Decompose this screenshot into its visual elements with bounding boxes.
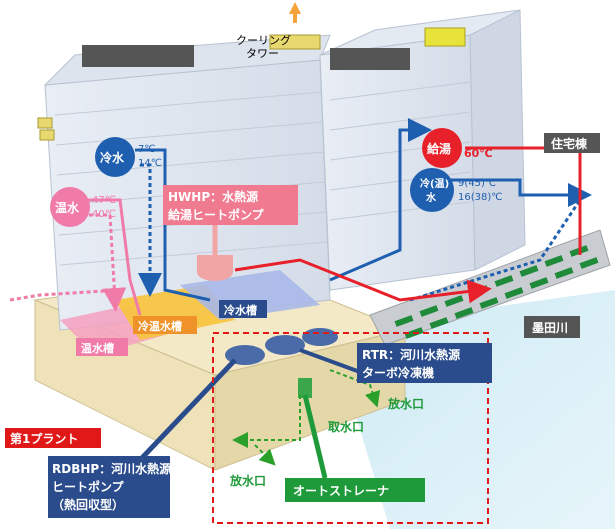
right-building-roof bbox=[319, 9, 521, 56]
rdbhp-label-box bbox=[48, 456, 170, 518]
rtr-label-box bbox=[357, 343, 492, 383]
cold-water-temp-1: 7℃ bbox=[138, 144, 156, 155]
warm-tank-label: 温水槽 bbox=[81, 341, 114, 355]
intake-label: 取水口 bbox=[328, 419, 364, 434]
cold-tank-label: 冷水槽 bbox=[224, 303, 257, 317]
cold-warm-tank-label: 冷温水槽 bbox=[138, 319, 182, 333]
strainer-leader bbox=[302, 394, 328, 479]
cold-water-badge bbox=[95, 137, 135, 177]
rdbhp-label-2: ヒートポンプ bbox=[52, 479, 125, 494]
river-water-pipes bbox=[232, 369, 381, 466]
cold-warm-temp-2: 16(38)℃ bbox=[458, 192, 502, 203]
rdbhp-leader bbox=[138, 358, 237, 462]
hwhp-label-box bbox=[163, 185, 298, 225]
warm-tank-label-box bbox=[76, 338, 128, 356]
discharge-label-2: 放水口 bbox=[229, 473, 266, 488]
sumida-river-label: 墨田川 bbox=[532, 321, 568, 335]
rdbhp-label-3: （熱回収型） bbox=[52, 497, 124, 512]
cold-water-label: 冷水 bbox=[100, 150, 125, 165]
plant-1-label-box bbox=[5, 428, 101, 448]
right-building-name-plate bbox=[330, 48, 410, 70]
sumida-river-label-box bbox=[524, 316, 580, 338]
cold-water-tank bbox=[180, 270, 320, 320]
hwhp-label-1: HWHP：水熱源 bbox=[168, 189, 258, 204]
auto-strainer-unit bbox=[298, 378, 312, 398]
warm-water-temp-2: 40℃ bbox=[92, 209, 116, 220]
auto-strainer-label: オートストレーナ bbox=[293, 484, 389, 498]
cold-water-temp-2: 14℃ bbox=[138, 158, 162, 169]
residential-label-box bbox=[544, 133, 600, 153]
cooling-tower-label-1: クーリング bbox=[236, 33, 291, 47]
warm-water-pipes bbox=[9, 198, 142, 316]
right-building-side bbox=[469, 9, 526, 271]
warm-water-temp-1: 47℃ bbox=[92, 195, 116, 206]
cold-tank-label-box bbox=[219, 300, 267, 318]
rdbhp-label-1: RDBHP：河川水熱源 bbox=[52, 461, 171, 476]
cold-warm-water-badge bbox=[410, 168, 454, 212]
hot-supply-badge bbox=[422, 128, 462, 168]
rtr-label-2: ターボ冷凍機 bbox=[362, 365, 434, 380]
residential-label: 住宅棟 bbox=[551, 136, 588, 151]
cooling-tower-units bbox=[269, 2, 321, 50]
right-building-roof-equipment bbox=[424, 27, 466, 47]
plant-1-label: 第1プラント bbox=[10, 431, 78, 446]
auto-strainer-label-box bbox=[285, 478, 425, 502]
hot-supply-label: 給湯 bbox=[427, 141, 451, 156]
cold-warm-temp-1: 9(45)℃ bbox=[458, 178, 496, 189]
cold-warm-tank-label-box bbox=[133, 316, 197, 334]
hwhp-unit-body bbox=[197, 255, 233, 272]
warm-water-label: 温水 bbox=[55, 200, 80, 215]
rtr-leader bbox=[299, 348, 361, 374]
rtr-label-1: RTR：河川水熱源 bbox=[362, 347, 460, 362]
cold-warm-water-label-2: 水 bbox=[425, 191, 437, 204]
hwhp-label-2: 給湯ヒートポンプ bbox=[168, 207, 265, 222]
cooling-tower-label-2: タワー bbox=[246, 47, 279, 60]
left-building-name-plate bbox=[82, 45, 194, 67]
discharge-label-1: 放水口 bbox=[387, 396, 424, 411]
warm-water-badge bbox=[50, 187, 90, 227]
cold-warm-water-label-1: 冷(温) bbox=[420, 177, 449, 190]
plant-boundary bbox=[212, 332, 489, 524]
rooftop-units bbox=[37, 117, 55, 141]
hot-supply-temp: 60℃ bbox=[464, 147, 493, 160]
